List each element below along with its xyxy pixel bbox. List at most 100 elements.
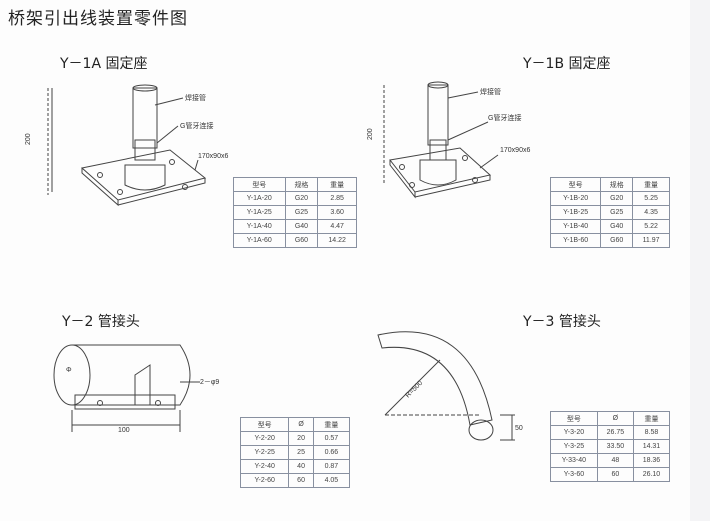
- header-cell: 型号: [239, 417, 290, 432]
- cell: G60: [284, 233, 319, 248]
- cell: Y-1B-60: [549, 233, 602, 248]
- header-cell: Ø: [288, 417, 314, 432]
- cell: G20: [600, 191, 634, 206]
- y3-radius-label: R=500: [404, 380, 424, 400]
- header-cell: 重量: [317, 177, 357, 192]
- y1a-weld-pipe-label: 焊接管: [185, 93, 206, 102]
- heading-y2: Y－2 管接头: [62, 314, 140, 330]
- cell: Y-1A-60: [233, 233, 286, 248]
- heading-y1a: Y－1A 固定座: [60, 56, 148, 72]
- cell: Y-1A-20: [233, 191, 286, 206]
- cell: Y-1B-20: [549, 191, 602, 206]
- header-cell: 规格: [600, 177, 634, 192]
- cell: 2.85: [317, 191, 357, 206]
- cell: Y-3-60: [550, 467, 598, 482]
- cell: G40: [600, 219, 634, 234]
- header-cell: 型号: [549, 177, 602, 192]
- cell: Y-2-40: [239, 459, 290, 474]
- drawing-y3: [377, 331, 515, 441]
- cell: Y-3-25: [550, 439, 598, 454]
- header-cell: 重量: [312, 417, 351, 432]
- cell: 60: [596, 467, 634, 482]
- y1b-height-label: 200: [367, 128, 374, 140]
- cell: 11.97: [632, 233, 670, 248]
- header-cell: 规格: [284, 177, 319, 192]
- cell: Y-1A-25: [233, 205, 286, 220]
- y1b-thread-label: G管牙连接: [488, 113, 521, 122]
- cell: Y-1A-40: [233, 219, 286, 234]
- cell: 18.36: [632, 453, 671, 468]
- cell: 40: [288, 459, 314, 474]
- cell: 3.60: [317, 205, 357, 220]
- cell: 48: [596, 453, 634, 468]
- heading-y1b: Y－1B 固定座: [523, 56, 611, 72]
- cell: Y-1B-25: [549, 205, 602, 220]
- cell: 5.22: [632, 219, 670, 234]
- header-cell: 重量: [632, 411, 671, 426]
- cell: 4.05: [312, 473, 351, 488]
- heading-y3: Y－3 管接头: [523, 314, 601, 330]
- cell: G25: [284, 205, 319, 220]
- cell: Y-2-60: [239, 473, 290, 488]
- cell: 4.47: [317, 219, 357, 234]
- cell: 5.25: [632, 191, 670, 206]
- cell: G60: [600, 233, 634, 248]
- drawing-y1a: [47, 84, 207, 207]
- drawing-y2: [53, 344, 200, 432]
- y2-length-label: 100: [118, 427, 130, 434]
- table-header-row: 型号规格重量: [549, 177, 670, 192]
- page-title: 桥架引出线装置零件图: [8, 9, 188, 29]
- header-cell: Ø: [596, 411, 634, 426]
- cell: 20: [288, 431, 314, 446]
- cell: 8.58: [632, 425, 671, 440]
- cell: 14.31: [632, 439, 671, 454]
- scan-margin: [690, 0, 710, 521]
- header-cell: 型号: [550, 411, 598, 426]
- cell: Y-2-25: [239, 445, 290, 460]
- cell: 0.57: [312, 431, 351, 446]
- y1a-plate-label: 170x90x6: [198, 153, 228, 160]
- cell: G40: [284, 219, 319, 234]
- cell: Y-33-40: [550, 453, 598, 468]
- y1b-weld-pipe-label: 焊接管: [480, 87, 501, 96]
- y2-hole-label: 2－φ9: [200, 379, 219, 386]
- header-cell: 型号: [233, 177, 286, 192]
- cell: G20: [284, 191, 319, 206]
- cell: G25: [600, 205, 634, 220]
- cell: 0.66: [312, 445, 351, 460]
- cell: 26.10: [632, 467, 671, 482]
- cell: 4.35: [632, 205, 670, 220]
- y1a-thread-label: G管牙连接: [180, 121, 213, 130]
- cell: 26.75: [596, 425, 634, 440]
- drawing-y1b: [383, 81, 499, 199]
- cell: 25: [288, 445, 314, 460]
- cell: Y-2-20: [239, 431, 290, 446]
- y2-diameter-label: Φ: [66, 367, 72, 374]
- cell: 0.87: [312, 459, 351, 474]
- cell: Y-3-20: [550, 425, 598, 440]
- y3-dim-label: 50: [515, 425, 523, 432]
- y1a-height-label: 200: [25, 133, 32, 145]
